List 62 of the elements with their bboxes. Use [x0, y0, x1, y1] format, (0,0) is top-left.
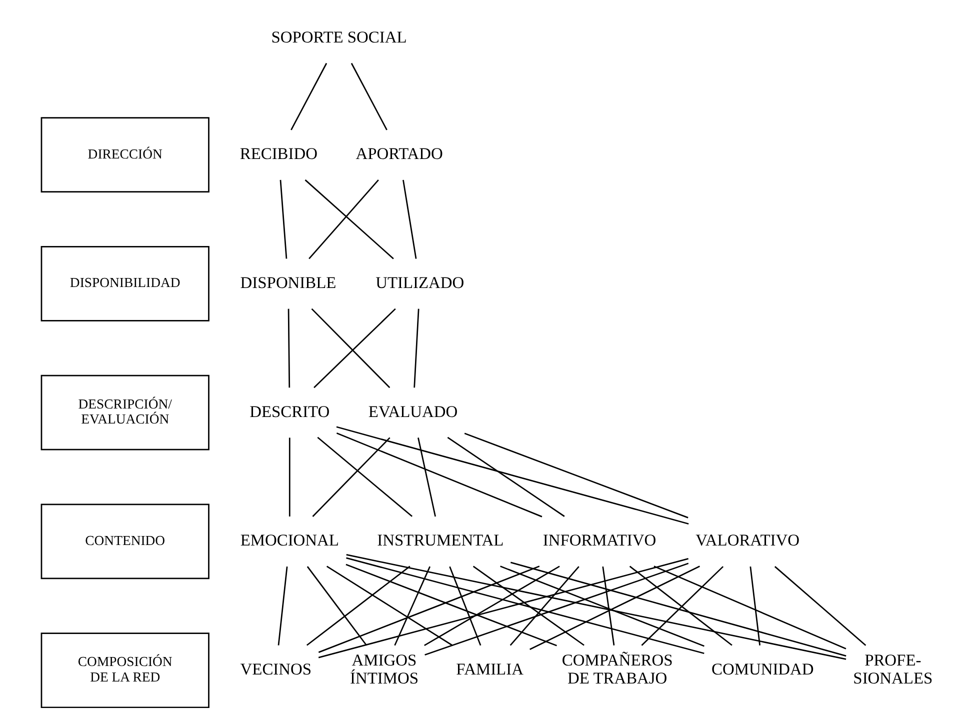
connector [287, 308, 290, 388]
node-box: CONTENIDO [40, 504, 209, 580]
connector [345, 564, 556, 646]
connector [290, 62, 327, 130]
connector [318, 558, 688, 658]
node-text: DISPONIBLE [240, 272, 336, 292]
connector [306, 566, 367, 646]
connector [394, 566, 430, 646]
node-text: INSTRUMENTAL [376, 530, 504, 550]
node-text: EMOCIONAL [240, 530, 338, 550]
connector [529, 566, 700, 650]
connector [472, 566, 584, 646]
node-text: RECIBIDO [239, 144, 317, 164]
connector [417, 438, 436, 517]
connector [312, 437, 390, 517]
node-text: APORTADO [355, 144, 442, 164]
node-text: AMIGOS ÍNTIMOS [349, 650, 418, 688]
connector [402, 180, 416, 259]
connector [288, 438, 290, 516]
node-text: FAMILIA [456, 660, 523, 679]
connector [653, 566, 846, 650]
connector [318, 566, 540, 653]
connector [336, 432, 542, 518]
connector [304, 179, 394, 260]
connector [279, 180, 287, 259]
connector [413, 308, 419, 388]
node-text: COMPAÑEROS DE TRABAJO [561, 650, 672, 688]
node-text: INFORMATIVO [542, 530, 656, 550]
node-text: COMUNIDAD [711, 660, 814, 679]
connector [424, 562, 688, 656]
connector [350, 62, 387, 130]
node-box: DIRECCIÓN [40, 117, 209, 193]
node-text: UTILIZADO [375, 272, 464, 292]
connector [510, 562, 846, 657]
connector [346, 557, 704, 654]
connector [749, 566, 760, 646]
connector [602, 566, 614, 646]
connector [346, 554, 846, 660]
connector [448, 566, 481, 646]
node-text: VALORATIVO [695, 530, 799, 550]
node-box: COMPOSICIÓN DE LA RED [40, 632, 209, 708]
connector [509, 566, 579, 646]
connector [424, 566, 560, 646]
node-box: DESCRIPCIÓN/ EVALUACIÓN [40, 374, 209, 450]
node-text: EVALUADO [368, 402, 458, 421]
connector [628, 566, 732, 646]
connector [277, 566, 288, 646]
node-text: SOPORTE SOCIAL [270, 28, 406, 47]
connector [308, 179, 378, 260]
connector [774, 566, 866, 646]
connector [306, 566, 410, 646]
node-text: DESCRITO [249, 402, 330, 421]
node-text: VECINOS [240, 660, 312, 679]
connector [326, 566, 452, 646]
connector [464, 432, 688, 518]
connector [446, 436, 564, 517]
connector [640, 566, 724, 646]
connector [336, 426, 688, 525]
node-box: DISPONIBILIDAD [40, 246, 209, 322]
connector [500, 566, 704, 647]
connector [316, 436, 412, 517]
node-text: PROFE- SIONALES [852, 650, 932, 688]
